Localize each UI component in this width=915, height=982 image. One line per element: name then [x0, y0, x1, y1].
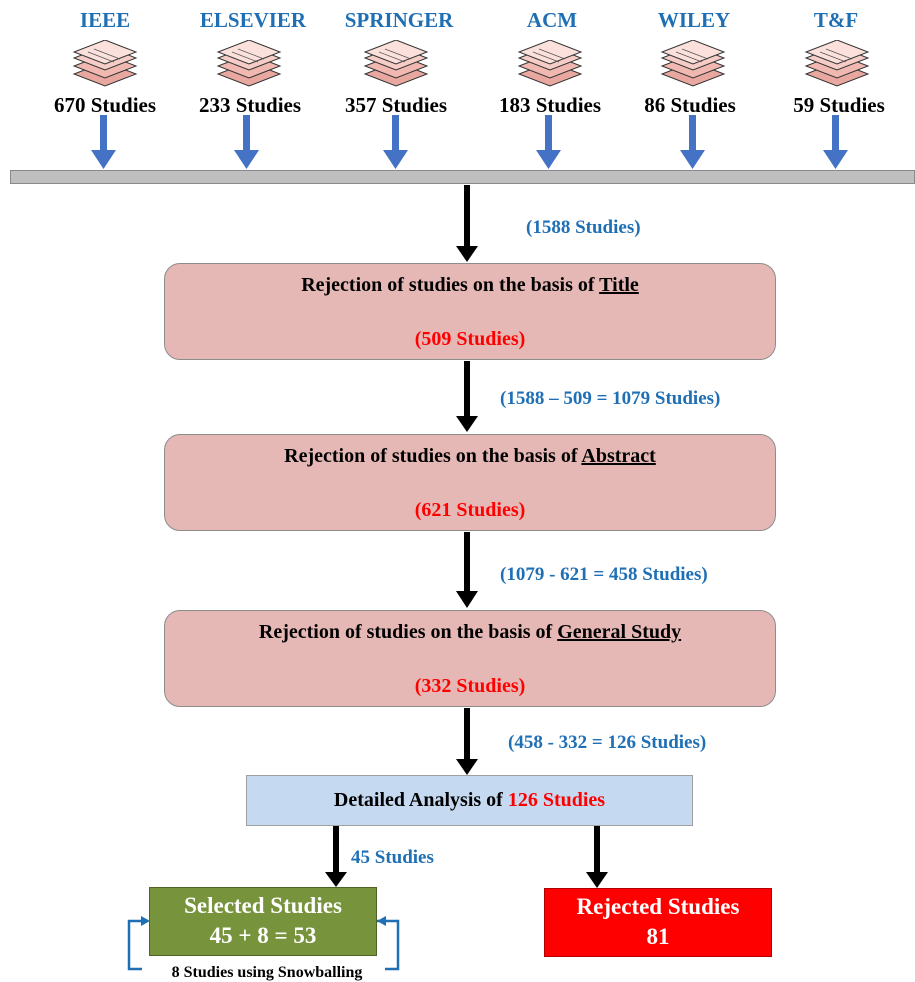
snowballing-loop — [127, 916, 400, 971]
stage-heading: Rejection of studies on the basis of Tit… — [165, 274, 775, 297]
selected-title: Selected Studies — [184, 893, 342, 918]
stacked-papers-icon — [72, 40, 138, 87]
stacked-papers-icon — [517, 40, 583, 87]
stage-heading-prefix: Rejection of studies on the basis of — [301, 274, 600, 296]
stage-title-rejection: Rejection of studies on the basis of Tit… — [164, 263, 776, 360]
stage-heading-prefix: Rejection of studies on the basis of — [284, 445, 582, 467]
flow-arrow — [586, 826, 608, 888]
publisher-name: IEEE — [79, 8, 131, 32]
publisher-name: ACM — [526, 8, 578, 32]
publisher-count: 233 Studies — [198, 93, 302, 117]
stage-heading: Rejection of studies on the basis of Gen… — [165, 621, 775, 644]
snowballing-label: 8 Studies using Snowballing — [171, 964, 363, 981]
flow-arrow — [456, 708, 478, 775]
publisher-count: 183 Studies — [498, 93, 602, 117]
stacked-papers-icon — [363, 40, 429, 87]
source-arrow — [91, 115, 116, 169]
to-selected-label: 45 Studies — [351, 847, 434, 868]
stage-criterion: General Study — [557, 621, 682, 643]
stage-heading-prefix: Rejection of studies on the basis of — [258, 621, 558, 643]
rejected-studies-box: Rejected Studies 81 — [544, 888, 772, 957]
stacked-papers-icon — [660, 40, 726, 87]
stage-criterion: Title — [599, 274, 639, 296]
after-general-label: (458 - 332 = 126 Studies) — [508, 732, 707, 753]
rejected-title: Rejected Studies — [576, 894, 740, 919]
flow-arrow — [456, 185, 478, 262]
stage-rejected-count: (332 Studies) — [414, 675, 526, 697]
stacked-papers-icon — [216, 40, 282, 87]
after-abstract-label: (1079 - 621 = 458 Studies) — [500, 564, 708, 585]
source-arrow — [536, 115, 561, 169]
publisher-count: 59 Studies — [793, 93, 885, 117]
flow-arrow — [456, 532, 478, 608]
detailed-analysis-box: Detailed Analysis of 126 Studies — [246, 775, 693, 826]
publisher-name: WILEY — [657, 8, 731, 32]
selected-studies-box: Selected Studies 45 + 8 = 53 — [149, 887, 377, 956]
publisher-name: ELSEVIER — [199, 8, 307, 32]
detail-count: 126 Studies — [507, 789, 606, 811]
rejected-count: 81 — [646, 924, 670, 949]
stage-abstract-rejection: Rejection of studies on the basis of Abs… — [164, 434, 776, 531]
flow-arrow — [325, 826, 347, 887]
publisher-count: 86 Studies — [644, 93, 736, 117]
stacked-papers-icon — [804, 40, 870, 87]
stage-heading: Rejection of studies on the basis of Abs… — [165, 445, 775, 468]
publisher-name: T&F — [813, 8, 859, 32]
detail-prefix: Detailed Analysis of — [333, 789, 508, 811]
after-title-label: (1588 – 509 = 1079 Studies) — [500, 388, 721, 409]
stage-rejected-count: (621 Studies) — [414, 499, 526, 521]
stage-criterion: Abstract — [581, 445, 656, 467]
stage-general-rejection: Rejection of studies on the basis of Gen… — [164, 610, 776, 707]
source-arrow — [823, 115, 848, 169]
stage-rejected-count: (509 Studies) — [414, 328, 526, 350]
selected-formula: 45 + 8 = 53 — [209, 923, 317, 948]
source-arrow — [383, 115, 408, 169]
total-studies-label: (1588 Studies) — [526, 217, 641, 238]
publisher-name: SPRINGER — [344, 8, 454, 32]
source-arrow — [234, 115, 259, 169]
publisher-count: 670 Studies — [53, 93, 157, 117]
source-arrow — [680, 115, 705, 169]
flow-arrow — [456, 361, 478, 432]
publisher-count: 357 Studies — [344, 93, 448, 117]
